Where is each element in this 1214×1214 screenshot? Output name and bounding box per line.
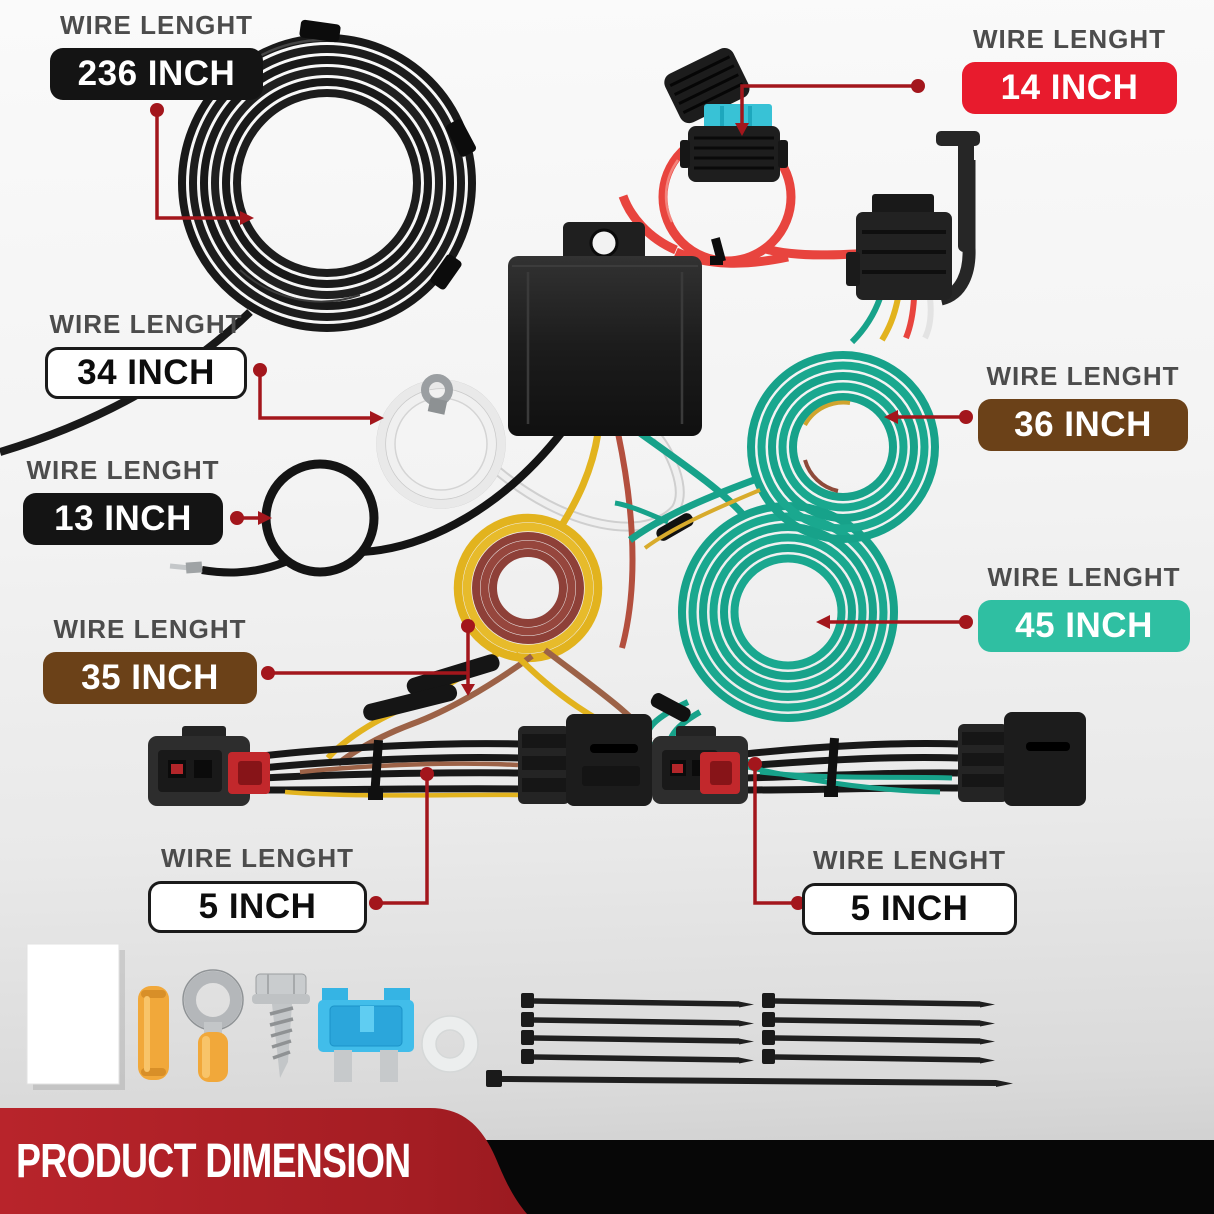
heat-shrink-splice — [363, 684, 458, 721]
bottom-black-band — [420, 1140, 1214, 1214]
right-harness-icon — [652, 712, 1086, 806]
callout-title: WIRE LENGHT — [53, 614, 247, 644]
callout-title: WIRE LENGHT — [60, 10, 253, 40]
screw-icon — [252, 973, 310, 1078]
ring-terminal-icon — [182, 969, 244, 1082]
converter-module-icon — [508, 222, 702, 436]
callout-value: 45 INCH — [978, 600, 1190, 652]
fuse-holder-icon — [618, 48, 907, 268]
callout-value: 236 INCH — [50, 48, 263, 100]
callout-pointers — [150, 79, 973, 910]
callout-45-inch: WIRE LENGHT 45 INCH — [978, 562, 1190, 652]
callout-value: 34 INCH — [45, 347, 247, 399]
callout-value: 5 INCH — [802, 883, 1017, 935]
callout-34-inch: WIRE LENGHT 34 INCH — [45, 309, 247, 399]
yellow-brown-coil-35-icon — [453, 513, 603, 663]
left-harness-icon — [148, 714, 652, 806]
callout-value: 13 INCH — [23, 493, 223, 545]
long-zip-tie-icon — [486, 1070, 1013, 1087]
callout-236-inch: WIRE LENGHT 236 INCH — [50, 10, 263, 100]
oem-socket-left — [566, 714, 652, 806]
callout-13-inch: WIRE LENGHT 13 INCH — [23, 455, 223, 545]
blade-fuse-icon — [318, 988, 414, 1082]
four-flat-connector-icon — [846, 131, 980, 345]
callout-value: 5 INCH — [148, 881, 367, 933]
black-wire-coil-236-icon — [0, 19, 476, 456]
zip-tie-on-harness — [825, 737, 840, 797]
callout-title: WIRE LENGHT — [987, 562, 1181, 592]
callout-title: WIRE LENGHT — [161, 843, 354, 873]
callout-title: WIRE LENGHT — [26, 455, 220, 485]
callout-14-inch: WIRE LENGHT 14 INCH — [962, 24, 1177, 114]
callout-title: WIRE LENGHT — [813, 845, 1006, 875]
kit-parts — [26, 943, 479, 1090]
nylon-washer-icon — [421, 1015, 479, 1073]
callout-title: WIRE LENGHT — [986, 361, 1180, 391]
banner-title: PRODUCT DIMENSION — [16, 1135, 411, 1188]
callout-value: 35 INCH — [43, 652, 257, 704]
green-coil-36-icon — [627, 351, 939, 550]
zip-tie-on-harness — [369, 739, 384, 799]
zip-ties-icon — [486, 993, 1013, 1087]
callout-value: 36 INCH — [978, 399, 1188, 451]
instruction-card-icon — [26, 943, 120, 1085]
butt-connector-icon — [138, 986, 169, 1080]
callout-5-inch-right: WIRE LENGHT 5 INCH — [802, 845, 1017, 935]
callout-35-inch: WIRE LENGHT 35 INCH — [43, 614, 257, 704]
callout-title: WIRE LENGHT — [49, 309, 243, 339]
oem-socket-right — [1004, 712, 1086, 806]
callout-title: WIRE LENGHT — [973, 24, 1166, 54]
callout-5-inch-left: WIRE LENGHT 5 INCH — [148, 843, 367, 933]
banner-red-shape — [0, 1108, 527, 1214]
callout-36-inch: WIRE LENGHT 36 INCH — [978, 361, 1188, 451]
callout-value: 14 INCH — [962, 62, 1177, 114]
